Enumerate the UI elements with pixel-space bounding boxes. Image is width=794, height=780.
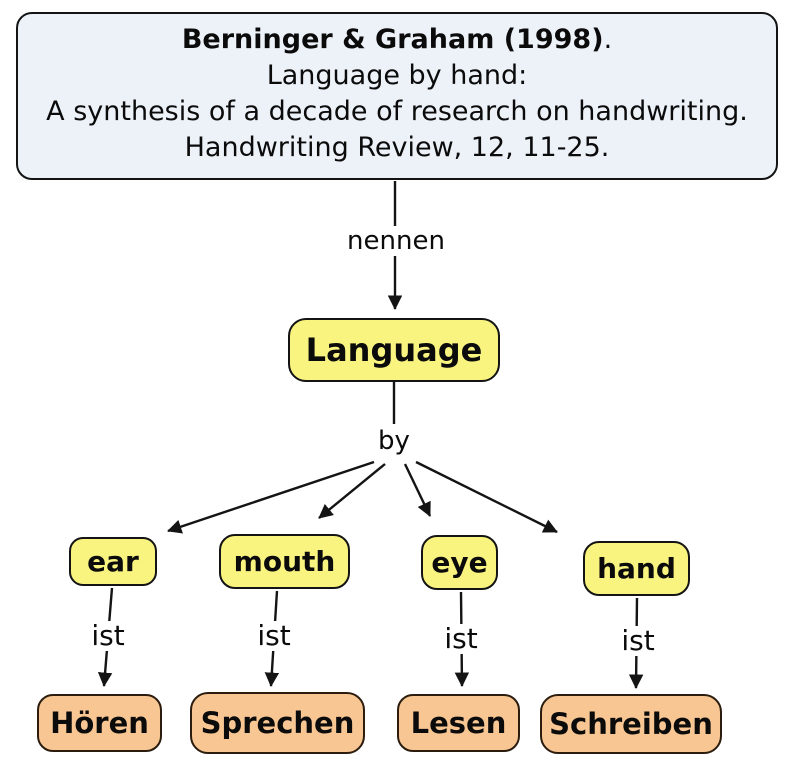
arrow-by-to-ear [167,460,375,534]
concept-node-mouth[interactable]: mouth [219,534,350,589]
citation-line-title1: Language by hand: [266,60,528,91]
result-node-hoeren[interactable]: Hören [37,694,162,752]
arrow-by-to-mouth [318,463,386,519]
concept-node-ear[interactable]: ear [69,537,157,586]
citation-line-authors: Berninger & Graham (1998). [18,22,776,58]
result-node-schreiben[interactable]: Schreiben [540,694,722,754]
result-node-sprechen[interactable]: Sprechen [190,692,365,754]
arrow-by-to-hand [415,460,558,534]
citation-authors-year: Berninger & Graham (1998) [181,24,604,55]
concept-node-language[interactable]: Language [288,318,500,382]
link-label-nennen[interactable]: nennen [342,226,450,256]
citation-line-journal: Handwriting Review, 12, 11-25. [184,132,610,163]
concept-node-hand[interactable]: hand [583,541,690,596]
arrow-by-to-eye [403,463,432,517]
link-label-ist-hand[interactable]: ist [616,626,660,656]
concept-node-eye[interactable]: eye [421,535,498,590]
result-node-lesen[interactable]: Lesen [397,694,520,752]
link-label-ist-eye[interactable]: ist [439,624,483,654]
reference-node[interactable]: Berninger & Graham (1998). Language by h… [16,12,778,180]
link-label-ist-mouth[interactable]: ist [252,621,296,651]
citation-period: . [603,24,613,55]
citation-line-title2: A synthesis of a decade of research on h… [46,96,748,127]
link-label-by[interactable]: by [373,426,415,456]
link-label-ist-ear[interactable]: ist [86,621,130,651]
